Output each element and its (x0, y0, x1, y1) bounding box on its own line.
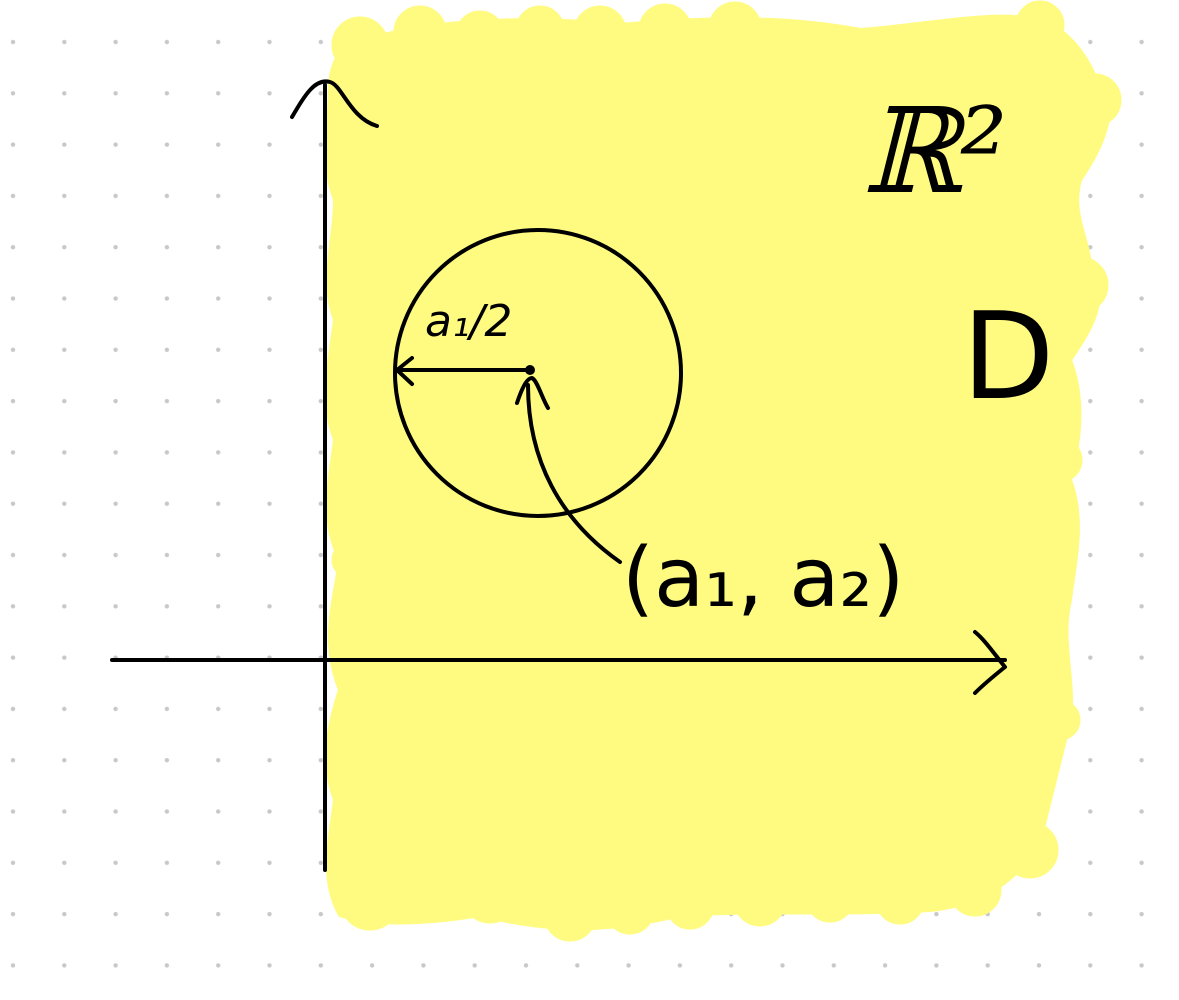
center-dot (525, 365, 535, 375)
y-axis-arrowhead (290, 79, 379, 128)
radius-label: a₁/2 (425, 296, 512, 347)
highlighted-region-d (324, 0, 1122, 942)
disk-circle (393, 228, 683, 518)
x-axis-arrowhead (973, 630, 1007, 695)
coordinate-axes (110, 79, 1007, 872)
radius-arrow (395, 356, 532, 386)
region-label-d: D (962, 288, 1054, 427)
center-point-label: (a₁, a₂) (622, 531, 904, 626)
center-pointer-arrow (515, 376, 622, 564)
space-label-r2: ℝ² (862, 82, 1007, 220)
